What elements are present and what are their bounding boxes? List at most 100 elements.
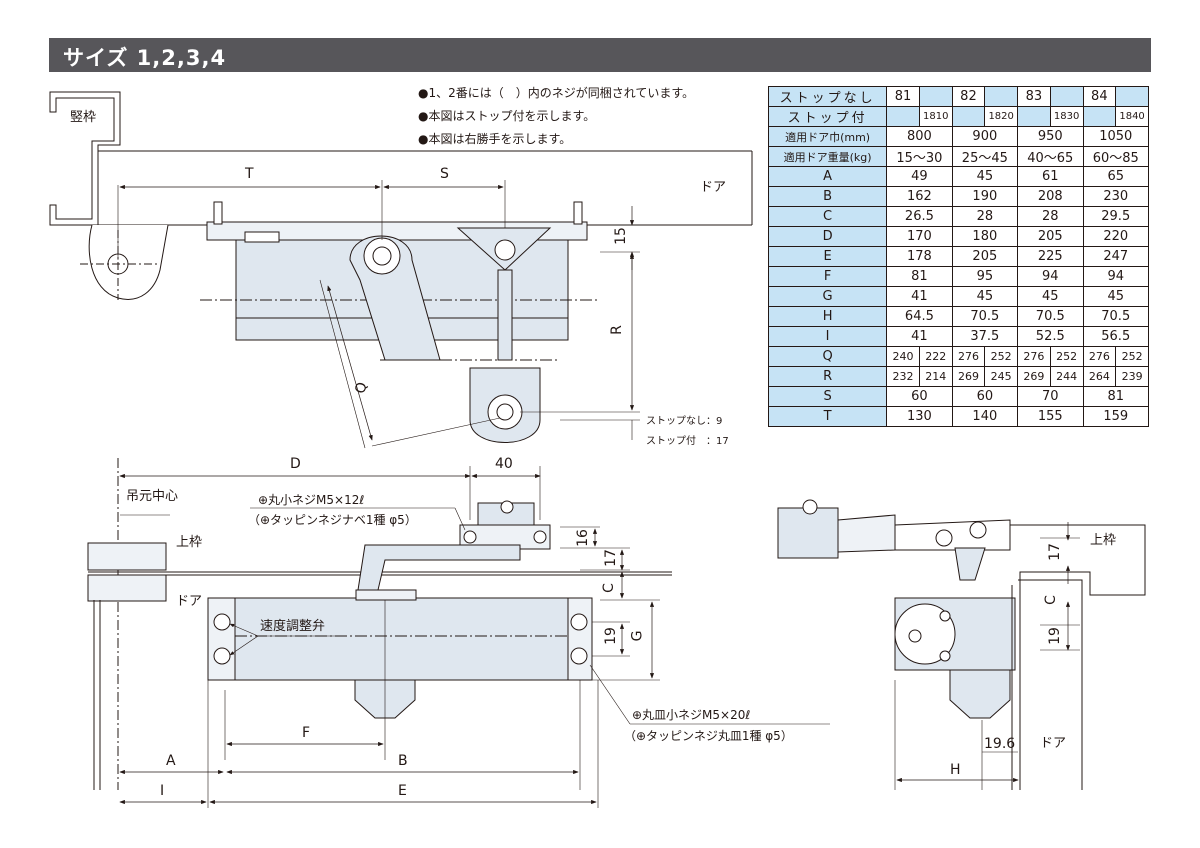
table-cell: 252: [1115, 346, 1149, 367]
table-cell-empty: [1017, 106, 1051, 127]
table-cell: 52.5: [1017, 326, 1084, 347]
table-cell: 37.5: [951, 326, 1019, 347]
table-cell: 159: [1082, 406, 1149, 427]
table-row: ストップなし 81 82 83 84: [767, 86, 1149, 107]
table-cell: 245: [984, 366, 1019, 387]
table-cell: 1050: [1082, 126, 1149, 147]
dim-R: R: [608, 325, 625, 335]
row-header: R: [767, 366, 888, 387]
note-screws: ●1、2番には（ ）内のネジが同梱されています。: [418, 86, 695, 100]
table-cell-empty: [984, 86, 1019, 107]
jamb-profile: [49, 91, 121, 226]
screw-m5x20-label: ⊕丸皿小ネジM5×20ℓ: [632, 708, 751, 722]
table-cell: 70.5: [1082, 306, 1149, 327]
dim-C: C: [600, 583, 617, 593]
door-front-label: ドア: [176, 594, 203, 609]
table-cell: 232: [886, 366, 920, 387]
table-cell: 84: [1082, 86, 1117, 107]
side-dim-19-6: 19.6: [984, 736, 1016, 752]
dim-D: D: [290, 456, 301, 472]
side-dim-C: C: [1042, 595, 1059, 605]
table-cell: 60: [886, 386, 953, 407]
table-cell: 56.5: [1082, 326, 1149, 347]
row-header: H: [767, 306, 888, 327]
side-dim-H: H: [950, 762, 961, 778]
row-header: ストップ付: [767, 106, 888, 127]
dim-15: 15: [612, 227, 629, 245]
dim-40: 40: [495, 456, 513, 472]
table-cell: 70.5: [951, 306, 1019, 327]
table-cell-empty: [951, 106, 986, 127]
dim-E: E: [398, 783, 407, 799]
table-cell: 61: [1017, 166, 1084, 187]
table-cell: 276: [1082, 346, 1117, 367]
table-cell: 45: [1082, 286, 1149, 307]
row-header: F: [767, 266, 888, 287]
table-cell: 205: [951, 246, 1019, 267]
dim-B: B: [398, 753, 408, 769]
table-cell-empty: [918, 86, 953, 107]
table-cell: 28: [951, 206, 1019, 227]
table-cell-empty: [886, 106, 920, 127]
table-cell: 178: [886, 246, 953, 267]
table-cell: 252: [984, 346, 1019, 367]
table-cell: 244: [1049, 366, 1084, 387]
table-cell: 65: [1082, 166, 1149, 187]
side-top-frame-label: 上枠: [1090, 533, 1117, 548]
dim-A: A: [166, 753, 176, 769]
dim-S: S: [440, 166, 449, 182]
dim-17: 17: [602, 549, 619, 567]
table-cell: 81: [886, 86, 920, 107]
table-cell: 70.5: [1017, 306, 1084, 327]
stop-with-note: ストップ付 ：17: [646, 436, 729, 447]
table-cell: 28: [1017, 206, 1084, 227]
speed-valve-label: 速度調整弁: [260, 619, 326, 634]
dim-I: I: [160, 783, 165, 799]
top-frame-label: 上枠: [176, 535, 203, 550]
dim-T: T: [245, 166, 254, 182]
table-cell-empty: [1115, 86, 1149, 107]
table-cell: 41: [886, 326, 953, 347]
table-cell: 45: [1017, 286, 1084, 307]
row-header: A: [767, 166, 888, 187]
table-cell: 64.5: [886, 306, 953, 327]
jamb-label: 竪枠: [70, 110, 97, 125]
table-cell: 81: [1082, 386, 1149, 407]
table-cell: 29.5: [1082, 206, 1149, 227]
table-cell: 950: [1017, 126, 1084, 147]
table-cell: 60～85: [1082, 146, 1149, 167]
side-dim-17: 17: [1046, 543, 1063, 561]
row-header: 適用ドア重量(kg): [767, 146, 888, 167]
table-cell: 900: [951, 126, 1019, 147]
screw-m5x12-alt-label: （⊕タッピンネジナベ1種 φ5）: [248, 513, 417, 527]
table-cell: 94: [1082, 266, 1149, 287]
section-header: サイズ 1,2,3,4: [49, 38, 1151, 72]
table-cell: 247: [1082, 246, 1149, 267]
table-cell: 83: [1017, 86, 1051, 107]
table-cell: 205: [1017, 226, 1084, 247]
stop-none-note: ストップなし：9: [646, 416, 723, 427]
table-cell: 155: [1017, 406, 1084, 427]
table-cell: 15～30: [886, 146, 953, 167]
table-cell: 170: [886, 226, 953, 247]
table-cell: 180: [951, 226, 1019, 247]
table-cell: 60: [951, 386, 1019, 407]
table-cell: 94: [1017, 266, 1084, 287]
screw-m5x20-alt-label: （⊕タッピンネジ丸皿1種 φ5）: [624, 729, 793, 743]
table-cell: 1840: [1115, 106, 1149, 127]
row-header: Q: [767, 346, 888, 367]
dim-19: 19: [602, 627, 619, 645]
